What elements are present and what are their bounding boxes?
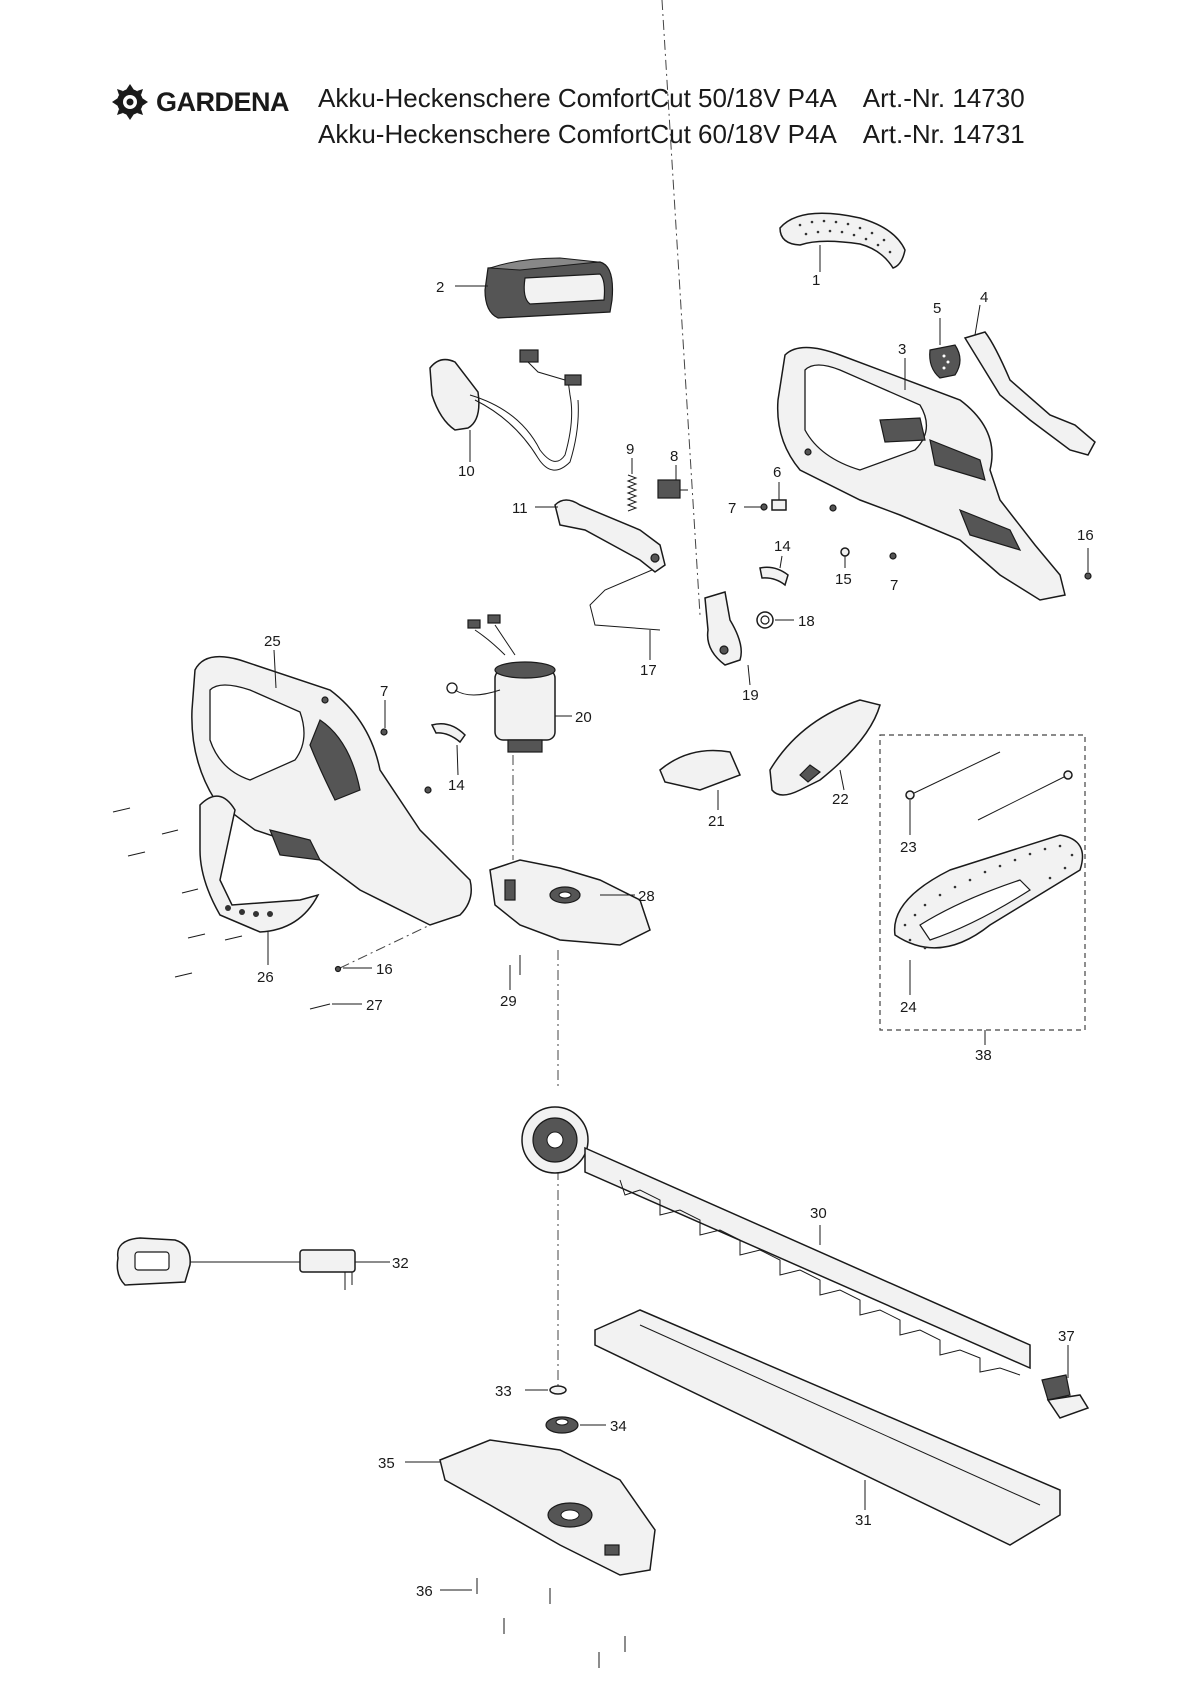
product-name-2: Akku-Heckenschere ComfortCut 60/18V P4A <box>318 119 837 149</box>
part-number-34: 34 <box>610 1418 627 1435</box>
part-number-11: 11 <box>512 500 528 517</box>
part-number-21: 21 <box>708 813 725 830</box>
part-14-spring-clip-left <box>430 723 466 744</box>
part-number-30: 30 <box>810 1205 827 1222</box>
part-group-38-box <box>879 734 1086 1031</box>
gardena-logo: GARDENA <box>110 82 290 122</box>
part-22-blade-guard <box>769 699 881 796</box>
part-15-nut <box>840 547 850 557</box>
part-number-27: 27 <box>366 997 383 1014</box>
part-number-15: 15 <box>835 571 852 588</box>
part-number-23: 23 <box>900 839 917 856</box>
part-24-handle-cover <box>893 834 1084 950</box>
part-number-25: 25 <box>264 633 281 650</box>
part-number-4: 4 <box>980 289 988 306</box>
part-number-19: 19 <box>742 687 759 704</box>
part-16-screw-left <box>334 965 342 973</box>
part-7-screw-a <box>760 503 768 511</box>
part-2-battery <box>484 257 614 319</box>
part-29-screws <box>509 955 521 985</box>
part-30-blade-assembly <box>521 1106 1031 1376</box>
part-32-charger <box>116 1237 356 1290</box>
part-21-cover <box>659 749 742 791</box>
part-number-7a: 7 <box>728 500 736 517</box>
part-31-blade-guard-rail <box>594 1309 1061 1546</box>
part-11-trigger-lever <box>554 499 666 573</box>
part-number-32: 32 <box>392 1255 409 1272</box>
article-number-1: Art.-Nr. 14730 <box>862 83 1025 113</box>
part-37-tip-cap <box>1041 1374 1090 1419</box>
gardena-logo-icon <box>112 84 148 120</box>
part-number-38: 38 <box>975 1047 992 1064</box>
part-number-9: 9 <box>626 441 634 458</box>
part-number-28: 28 <box>638 888 655 905</box>
part-number-1: 1 <box>812 272 820 289</box>
part-number-2: 2 <box>436 279 444 296</box>
part-28-gearbox-plate <box>489 859 651 946</box>
part-number-17: 17 <box>640 662 657 679</box>
part-20-motor <box>446 614 556 753</box>
part-17-link-rod <box>589 569 661 631</box>
part-7-screw-c <box>889 552 897 560</box>
part-19-lock-lever <box>704 591 742 666</box>
part-16-screw-right <box>1084 572 1092 580</box>
part-33-washer <box>549 1385 567 1395</box>
part-4-trim-strip <box>963 331 1096 456</box>
title-line-1: Akku-Heckenschere ComfortCut 50/18V P4A … <box>318 80 1025 116</box>
page-header: GARDENA Akku-Heckenschere ComfortCut 50/… <box>110 80 1110 160</box>
part-number-36: 36 <box>416 1583 433 1600</box>
part-number-16a: 16 <box>376 961 393 978</box>
article-number-2: Art.-Nr. 14731 <box>862 119 1025 149</box>
part-18-torsion-spring <box>756 611 774 629</box>
part-25-housing-left <box>191 655 472 926</box>
part-3-housing-right <box>776 346 1066 601</box>
part-number-14a: 14 <box>448 777 465 794</box>
part-number-8: 8 <box>670 448 678 465</box>
part-number-6: 6 <box>773 464 781 481</box>
part-14-spring-clip-right <box>759 566 789 587</box>
part-number-29: 29 <box>500 993 517 1010</box>
part-10-wiring-harness <box>429 349 582 471</box>
part-number-7b: 7 <box>380 683 388 700</box>
product-name-1: Akku-Heckenschere ComfortCut 50/18V P4A <box>318 83 837 113</box>
part-number-35: 35 <box>378 1455 395 1472</box>
part-number-16b: 16 <box>1077 527 1094 544</box>
part-number-5: 5 <box>933 300 941 317</box>
part-number-31: 31 <box>855 1512 872 1529</box>
part-6-clip <box>771 499 787 511</box>
part-26-front-guard <box>199 795 320 933</box>
part-number-14b: 14 <box>774 538 791 555</box>
part-34-bearing <box>545 1416 579 1434</box>
part-number-33: 33 <box>495 1383 512 1400</box>
title-line-2: Akku-Heckenschere ComfortCut 60/18V P4A … <box>318 116 1025 152</box>
part-number-20: 20 <box>575 709 592 726</box>
part-number-24: 24 <box>900 999 917 1016</box>
part-number-3: 3 <box>898 341 906 358</box>
part-number-26: 26 <box>257 969 274 986</box>
part-36-screws <box>476 1578 626 1668</box>
part-number-37: 37 <box>1058 1328 1075 1345</box>
part-number-10: 10 <box>458 463 475 480</box>
part-23-bolts <box>905 751 1073 821</box>
part-1-grip-cover <box>779 212 906 269</box>
brand-name: GARDENA <box>156 86 290 117</box>
part-number-22: 22 <box>832 791 849 808</box>
part-number-18: 18 <box>798 613 815 630</box>
part-number-7c: 7 <box>890 577 898 594</box>
part-9-spring <box>626 474 638 512</box>
part-5-button <box>929 344 961 379</box>
title-block: Akku-Heckenschere ComfortCut 50/18V P4A … <box>318 80 1025 152</box>
part-8-switch <box>657 479 688 499</box>
part-35-gear-housing <box>439 1439 656 1576</box>
part-27-screw <box>309 1003 331 1010</box>
screw-set-guard <box>112 807 243 978</box>
part-7-screw-b <box>380 728 388 736</box>
